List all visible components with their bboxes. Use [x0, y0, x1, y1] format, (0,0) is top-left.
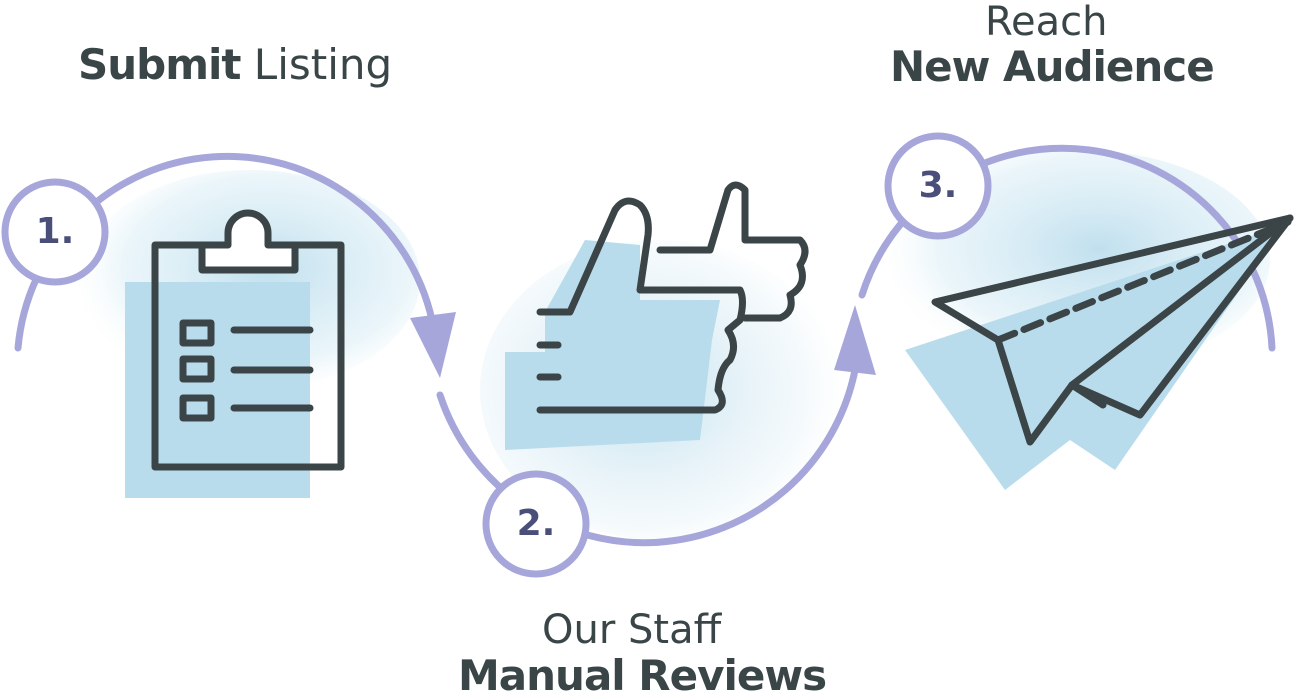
step-1-title: Submit Listing: [78, 44, 392, 86]
step-2-number: 2.: [516, 503, 556, 544]
step-3-circle: [884, 132, 992, 240]
step-3-title-light: Reach: [985, 0, 1108, 45]
step-1-circle: [1, 178, 109, 286]
step-2-title-bold: Manual Reviews: [458, 651, 827, 700]
step-3-number: 3.: [918, 165, 958, 206]
arrow-up-icon: [834, 305, 876, 375]
paper-plane-icon: [905, 214, 1294, 490]
step-2-circle: [482, 470, 590, 578]
arrow-down-icon: [410, 312, 456, 378]
step-1-title-bold: Submit: [78, 40, 241, 89]
step-1-number: 1.: [35, 211, 75, 252]
thumbs-up-icon: [505, 181, 809, 450]
step-2-title-light: Our Staff: [542, 607, 722, 653]
clipboard-icon: [125, 209, 345, 498]
step-1-title-light: Listing: [240, 40, 393, 89]
step-3-title-bold: New Audience: [890, 42, 1215, 91]
ring-arc-2: [436, 366, 859, 547]
